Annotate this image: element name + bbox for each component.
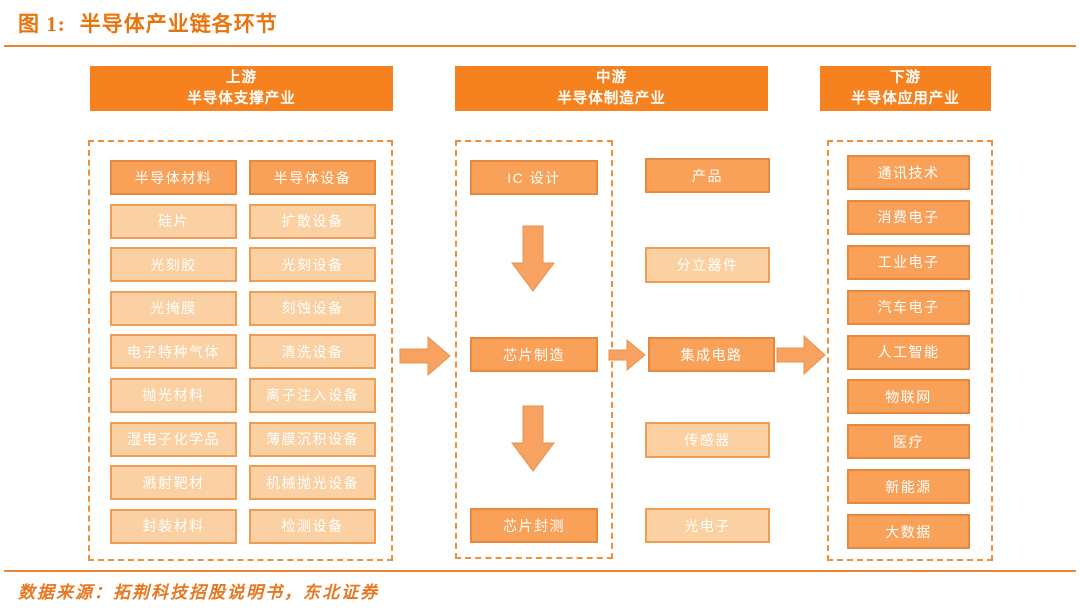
node-inspection-equipment: 检测设备 xyxy=(249,508,376,544)
header-downstream-line2: 半导体应用产业 xyxy=(851,91,960,107)
node-cmp-equipment: 机械抛光设备 xyxy=(249,465,376,501)
node-chip-packaging-testing: 芯片封测 xyxy=(470,508,598,543)
node-thin-film-equipment: 薄膜沉积设备 xyxy=(249,421,376,457)
node-chip-fabrication: 芯片制造 xyxy=(470,337,598,372)
node-diffusion-equipment: 扩散设备 xyxy=(249,203,376,239)
node-optoelectronics: 光电子 xyxy=(645,508,770,543)
header-upstream-line1: 上游 xyxy=(226,70,257,86)
figure-number-label: 图 1: xyxy=(18,12,66,36)
node-semiconductor-materials: 半导体材料 xyxy=(110,160,237,195)
node-ion-implant-equipment: 离子注入设备 xyxy=(249,377,376,413)
node-photoresist: 光刻胶 xyxy=(110,247,237,283)
node-ic-design: IC 设计 xyxy=(470,160,598,195)
node-internet-of-things: 物联网 xyxy=(847,379,970,415)
upstream-group-box xyxy=(88,140,393,561)
right-arrow-icon xyxy=(608,338,646,372)
footer-divider xyxy=(4,570,1076,572)
node-sensors: 传感器 xyxy=(645,422,770,458)
header-midstream-line2: 半导体制造产业 xyxy=(557,91,666,107)
node-packaging-materials: 封装材料 xyxy=(110,508,237,544)
header-downstream-line1: 下游 xyxy=(890,70,921,86)
node-medical: 医疗 xyxy=(847,424,970,460)
node-semiconductor-equipment: 半导体设备 xyxy=(249,160,376,195)
node-lithography-equipment: 光刻设备 xyxy=(249,247,376,283)
applications-column: 通讯技术 消费电子 工业电子 汽车电子 人工智能 物联网 医疗 新能源 大数据 xyxy=(847,155,970,550)
node-wet-chemicals: 湿电子化学品 xyxy=(110,421,237,457)
right-arrow-icon xyxy=(776,334,826,376)
figure-title: 图 1: 半导体产业链各环节 xyxy=(18,8,278,38)
node-photomask: 光掩膜 xyxy=(110,290,237,326)
node-communications-tech: 通讯技术 xyxy=(847,155,970,190)
node-big-data: 大数据 xyxy=(847,514,970,550)
header-midstream-line1: 中游 xyxy=(596,70,627,86)
node-etching-equipment: 刻蚀设备 xyxy=(249,290,376,326)
node-sputtering-targets: 溅射靶材 xyxy=(110,465,237,501)
node-specialty-gases: 电子特种气体 xyxy=(110,334,237,370)
node-new-energy: 新能源 xyxy=(847,469,970,505)
down-arrow-icon xyxy=(511,225,555,293)
figure-title-text: 半导体产业链各环节 xyxy=(79,12,278,36)
node-products: 产品 xyxy=(645,158,770,193)
down-arrow-icon xyxy=(511,405,555,473)
right-arrow-icon xyxy=(399,335,451,377)
node-consumer-electronics: 消费电子 xyxy=(847,199,970,235)
node-integrated-circuits: 集成电路 xyxy=(648,337,775,372)
materials-column: 半导体材料 硅片 光刻胶 光掩膜 电子特种气体 抛光材料 湿电子化学品 溅射靶材… xyxy=(110,160,237,544)
equipment-column: 半导体设备 扩散设备 光刻设备 刻蚀设备 清洗设备 离子注入设备 薄膜沉积设备 … xyxy=(249,160,376,544)
header-midstream: 中游 半导体制造产业 xyxy=(455,66,768,111)
node-silicon-wafer: 硅片 xyxy=(110,203,237,239)
node-discrete-devices: 分立器件 xyxy=(645,247,770,283)
node-cleaning-equipment: 清洗设备 xyxy=(249,334,376,370)
node-industrial-electronics: 工业电子 xyxy=(847,244,970,280)
node-artificial-intelligence: 人工智能 xyxy=(847,334,970,370)
data-source-text: 数据来源：拓荆科技招股说明书，东北证券 xyxy=(18,583,379,602)
node-polishing-materials: 抛光材料 xyxy=(110,377,237,413)
header-upstream-line2: 半导体支撑产业 xyxy=(187,91,296,107)
title-divider xyxy=(4,45,1076,47)
downstream-group-box xyxy=(827,140,993,561)
header-downstream: 下游 半导体应用产业 xyxy=(820,66,991,111)
node-automotive-electronics: 汽车电子 xyxy=(847,289,970,325)
header-upstream: 上游 半导体支撑产业 xyxy=(90,66,393,111)
